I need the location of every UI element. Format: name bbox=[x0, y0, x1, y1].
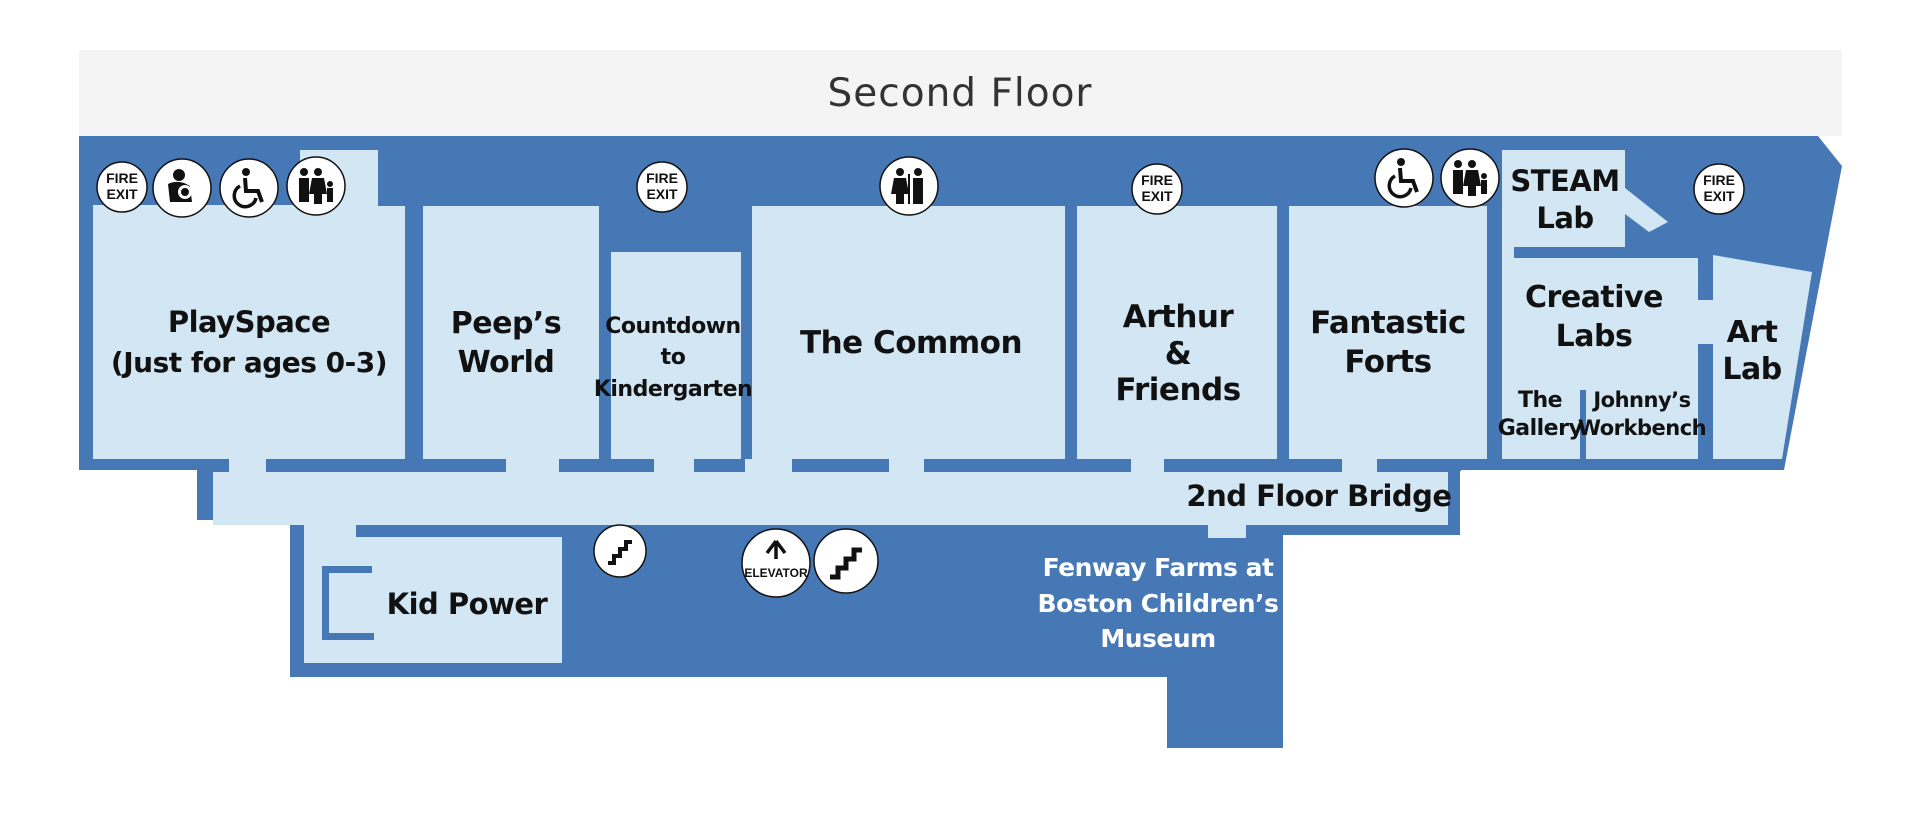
common-room bbox=[752, 206, 1065, 459]
banner-background bbox=[79, 50, 1842, 136]
gallery-label-2: Gallery bbox=[1498, 416, 1583, 441]
bridge-label: 2nd Floor Bridge bbox=[1186, 479, 1451, 513]
stairs-icon bbox=[593, 524, 647, 578]
accessible-icon bbox=[1374, 148, 1434, 208]
accessible-icon bbox=[219, 158, 279, 218]
countdown-room bbox=[611, 252, 741, 459]
fenway-label-2: Boston Children’s bbox=[1038, 589, 1279, 618]
nursing-room-icon bbox=[152, 158, 212, 218]
door-common-left bbox=[745, 459, 792, 473]
art-lab-label-1: Art bbox=[1727, 315, 1778, 350]
peeps-world-label-2: World bbox=[458, 345, 555, 380]
bridge-wall bbox=[1460, 470, 1461, 471]
fire-exit-icon: FIRE EXIT bbox=[1693, 163, 1745, 215]
svg-text:EXIT: EXIT bbox=[106, 186, 138, 202]
elevator-icon: ELEVATOR bbox=[741, 528, 811, 598]
arthur-label-2: & bbox=[1165, 336, 1192, 372]
svg-text:FIRE: FIRE bbox=[106, 170, 138, 186]
arthur-label-1: Arthur bbox=[1123, 299, 1235, 335]
common-label: The Common bbox=[800, 325, 1022, 361]
countdown-label-2: to bbox=[661, 345, 686, 370]
svg-text:EXIT: EXIT bbox=[1703, 188, 1735, 204]
room-labels: PlaySpace (Just for ages 0-3) Peep’s Wor… bbox=[111, 164, 1782, 653]
playspace-label: PlaySpace bbox=[168, 305, 330, 339]
fire-exit-icon: FIRE EXIT bbox=[1131, 163, 1183, 215]
map-icons: FIRE EXIT FIRE EXIT FIRE EXIT FIRE EXIT bbox=[96, 148, 1745, 598]
playspace-room bbox=[93, 150, 405, 459]
workbench-label-1: Johnny’s bbox=[1591, 388, 1690, 412]
door-common-right bbox=[889, 459, 924, 473]
kid-power-corridor bbox=[304, 525, 356, 663]
wall-gallery-divider bbox=[1580, 390, 1586, 459]
fenway-label-1: Fenway Farms at bbox=[1043, 553, 1274, 582]
stairs-icon bbox=[813, 528, 879, 594]
door-art bbox=[1698, 300, 1713, 344]
svg-text:ELEVATOR: ELEVATOR bbox=[744, 566, 808, 580]
workbench-label-2: Workbench bbox=[1578, 416, 1706, 440]
restroom-icon bbox=[879, 156, 939, 216]
steam-lab-label-2: Lab bbox=[1536, 201, 1593, 235]
door-creative bbox=[1502, 247, 1514, 287]
bridge-corridor bbox=[213, 472, 1448, 525]
kid-power-label: Kid Power bbox=[387, 587, 549, 621]
wall-details bbox=[229, 247, 1713, 640]
door-peeps bbox=[506, 459, 559, 473]
forts-label-1: Fantastic bbox=[1310, 305, 1466, 341]
door-countdown bbox=[654, 459, 694, 473]
creative-labs-label-2: Labs bbox=[1556, 319, 1633, 354]
fire-exit-icon: FIRE EXIT bbox=[636, 161, 688, 213]
steam-lab-label-1: STEAM bbox=[1510, 164, 1619, 198]
door-arthur bbox=[1131, 459, 1164, 473]
svg-text:FIRE: FIRE bbox=[1141, 172, 1173, 188]
playspace-age-note: (Just for ages 0-3) bbox=[111, 346, 387, 379]
kid-power-inner-wall-2 bbox=[322, 566, 329, 639]
art-lab-label-2: Lab bbox=[1722, 352, 1781, 387]
art-lab-room bbox=[1713, 255, 1812, 459]
creative-labs-label-1: Creative bbox=[1525, 280, 1663, 315]
arthur-room bbox=[1077, 206, 1277, 459]
forts-room bbox=[1289, 206, 1487, 459]
countdown-label-3: Kindergarten bbox=[594, 377, 752, 402]
door-forts bbox=[1342, 459, 1377, 473]
peeps-world-label-1: Peep’s bbox=[451, 306, 561, 341]
door-playspace bbox=[229, 459, 266, 473]
kid-power-inner-wall-3 bbox=[322, 633, 374, 640]
fire-exit-icon: FIRE EXIT bbox=[96, 161, 148, 213]
bridge-exit bbox=[1208, 525, 1246, 538]
steam-lab-room bbox=[1502, 150, 1668, 247]
forts-label-2: Forts bbox=[1344, 344, 1431, 380]
svg-text:FIRE: FIRE bbox=[646, 170, 678, 186]
svg-text:EXIT: EXIT bbox=[1141, 188, 1173, 204]
floor-title: Second Floor bbox=[828, 71, 1093, 116]
creative-labs-room bbox=[1502, 258, 1698, 459]
family-restroom-icon bbox=[1440, 148, 1500, 208]
family-restroom-icon bbox=[286, 156, 346, 216]
floor-banner: Second Floor bbox=[79, 50, 1842, 136]
rooms-layer bbox=[93, 150, 1812, 663]
kid-power-inner-wall bbox=[322, 566, 372, 573]
peeps-world-room bbox=[423, 206, 599, 459]
arthur-label-3: Friends bbox=[1115, 372, 1240, 408]
gallery-label-1: The bbox=[1518, 388, 1562, 413]
svg-text:EXIT: EXIT bbox=[646, 186, 678, 202]
fenway-label-3: Museum bbox=[1100, 624, 1215, 653]
countdown-label-1: Countdown bbox=[605, 314, 740, 339]
svg-text:FIRE: FIRE bbox=[1703, 172, 1735, 188]
